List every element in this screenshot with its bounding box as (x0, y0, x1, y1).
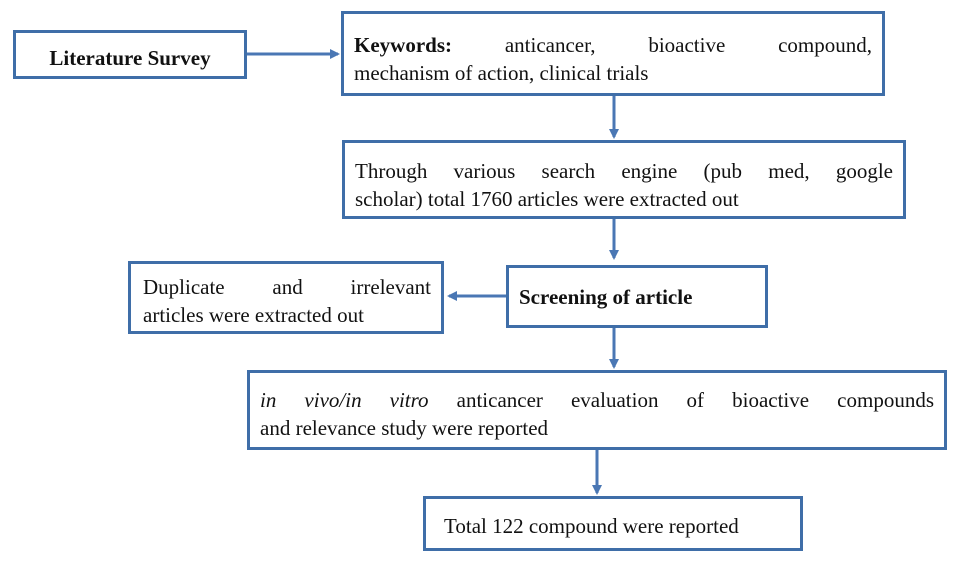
duplicates-box: Duplicate and irrelevant articles were e… (128, 261, 444, 334)
screening-box: Screening of article (506, 265, 768, 328)
keywords-box: Keywords: anticancer, bioactive compound… (341, 11, 885, 96)
evaluation-line-2: and relevance study were reported (260, 416, 549, 440)
total-label: Total 122 compound were reported (444, 514, 739, 538)
keywords-terms: anticancer, bioactive compound, (504, 33, 873, 57)
keywords-terms-continued: mechanism of action, clinical trials (354, 61, 649, 85)
duplicates-line-1: Duplicate and irrelevant (143, 275, 431, 299)
search-engine-line-1: Through various search engine (pub med, … (355, 159, 893, 183)
literature-survey-label: Literature Survey (49, 46, 211, 70)
keywords-heading: Keywords: (354, 33, 452, 57)
duplicates-line-2: articles were extracted out (143, 303, 364, 327)
total-box: Total 122 compound were reported (423, 496, 803, 551)
evaluation-line-1: anticancer evaluation of bioactive compo… (428, 388, 934, 412)
screening-label: Screening of article (519, 285, 693, 309)
evaluation-italic-term: in vivo/in vitro (260, 388, 429, 412)
evaluation-box: in vivo/in vitro anticancer evaluation o… (247, 370, 947, 450)
search-engine-line-2: scholar) total 1760 articles were extrac… (355, 187, 739, 211)
search-engine-box: Through various search engine (pub med, … (342, 140, 906, 219)
literature-survey-box: Literature Survey (13, 30, 247, 79)
